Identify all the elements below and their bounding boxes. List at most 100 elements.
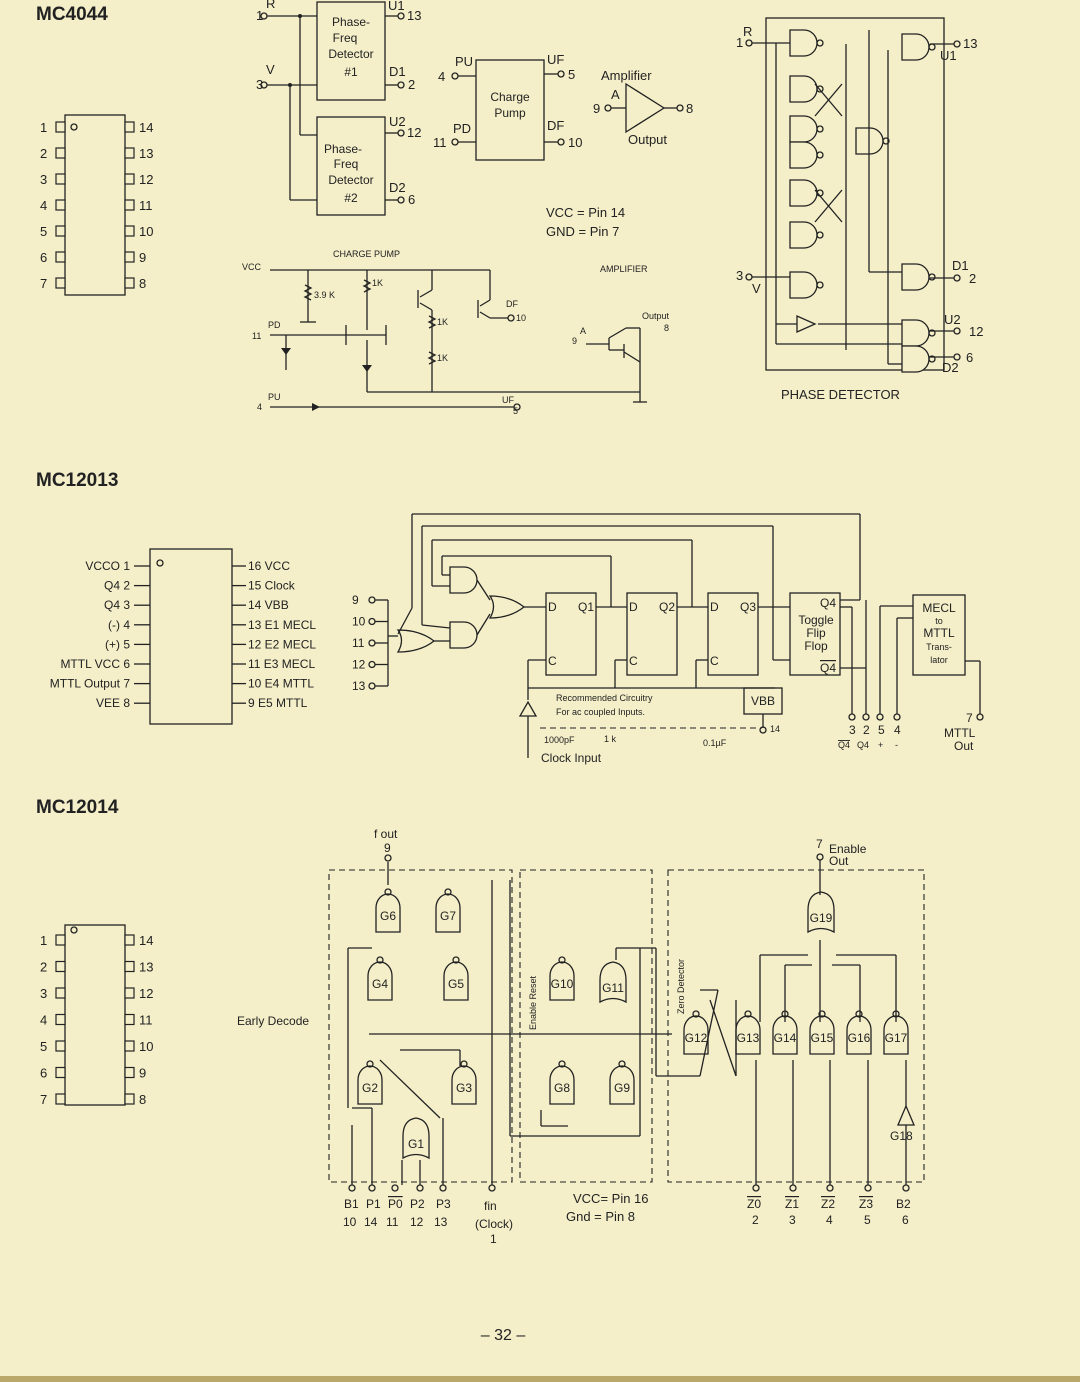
dip-pin-number: 14 xyxy=(139,120,153,135)
svg-text:Q4: Q4 xyxy=(820,661,836,675)
nand-gate xyxy=(901,263,930,291)
gate-label: G10 xyxy=(551,977,574,991)
dip-pin-number: 3 xyxy=(40,986,47,1001)
dip-pin xyxy=(124,1093,135,1105)
svg-text:V: V xyxy=(266,62,275,77)
gate-label: G13 xyxy=(737,1031,760,1045)
gate-label: G12 xyxy=(685,1031,708,1045)
dip-pin xyxy=(55,1066,66,1079)
svg-text:10: 10 xyxy=(516,313,526,323)
svg-text:2: 2 xyxy=(408,77,415,92)
gate-label: G7 xyxy=(440,909,456,923)
svg-text:Out: Out xyxy=(829,854,849,868)
svg-text:PD: PD xyxy=(268,320,281,330)
dip-pin-label: Q4 2 xyxy=(104,579,130,593)
page-bottom-edge xyxy=(0,1376,1080,1382)
svg-text:Flip: Flip xyxy=(806,626,826,640)
dip-pin-number: 1 xyxy=(40,933,47,948)
svg-text:0.1µF: 0.1µF xyxy=(703,738,727,748)
dip-pin xyxy=(124,173,135,185)
svg-text:D: D xyxy=(710,600,719,614)
svg-text:P0: P0 xyxy=(388,1197,403,1211)
svg-text:1: 1 xyxy=(490,1232,497,1246)
svg-text:U1: U1 xyxy=(940,48,957,63)
dip-pin-number: 8 xyxy=(139,276,146,291)
gate-label: G15 xyxy=(811,1031,834,1045)
dip-pin xyxy=(55,147,66,159)
dip-pin xyxy=(124,199,135,211)
gate-label: G4 xyxy=(372,977,388,991)
dip-pin-label: Q4 3 xyxy=(104,598,130,612)
page-number: – 32 – xyxy=(481,1327,526,1344)
dip-pin-number: 8 xyxy=(139,1092,146,1107)
gate-label: G16 xyxy=(848,1031,871,1045)
dip-pin-number: 13 xyxy=(139,960,153,975)
svg-text:VCC = Pin 14: VCC = Pin 14 xyxy=(546,205,625,220)
svg-text:#2: #2 xyxy=(344,191,358,205)
dip-pin-number: 13 xyxy=(139,146,153,161)
svg-text:12: 12 xyxy=(407,125,421,140)
dip-pin-label: MTTL Output 7 xyxy=(50,677,131,691)
dip-pin-number: 1 xyxy=(40,120,47,135)
dip-pin-label: 15 Clock xyxy=(248,579,296,593)
svg-text:Trans-: Trans- xyxy=(926,642,952,652)
pfd-wiring xyxy=(260,12,405,204)
dip-pin-number: 9 xyxy=(139,250,146,265)
svg-text:Q4: Q4 xyxy=(820,596,836,610)
svg-text:Detector: Detector xyxy=(328,47,373,61)
dip-pin xyxy=(124,934,135,946)
dip-pin-number: 3 xyxy=(40,172,47,187)
svg-text:PD: PD xyxy=(453,121,471,136)
svg-text:3: 3 xyxy=(849,723,856,737)
dip-pin xyxy=(55,225,66,237)
svg-text:R: R xyxy=(266,0,275,11)
svg-text:VCC= Pin 16: VCC= Pin 16 xyxy=(573,1191,649,1206)
svg-text:9: 9 xyxy=(572,336,577,346)
svg-text:13: 13 xyxy=(963,36,977,51)
mc12014-title: MC12014 xyxy=(36,797,119,818)
nand-gate xyxy=(789,271,818,299)
svg-text:CHARGE PUMP: CHARGE PUMP xyxy=(333,249,400,259)
svg-text:Recommended Circuitry: Recommended Circuitry xyxy=(556,693,653,703)
nand-gate-g8 xyxy=(549,1065,575,1105)
svg-text:For ac coupled Inputs.: For ac coupled Inputs. xyxy=(556,707,645,717)
nand-gate xyxy=(789,75,818,103)
gate-label: G2 xyxy=(362,1081,378,1095)
svg-text:R: R xyxy=(743,24,752,39)
svg-text:9: 9 xyxy=(593,101,600,116)
svg-text:UF: UF xyxy=(547,52,564,67)
svg-text:3.9 K: 3.9 K xyxy=(314,290,335,300)
nand-gate-g12 xyxy=(683,1015,709,1055)
gate-label: G6 xyxy=(380,909,396,923)
svg-text:PU: PU xyxy=(455,54,473,69)
dip-pin-number: 5 xyxy=(40,224,47,239)
nand-gate-g7 xyxy=(435,893,461,933)
svg-text:Output: Output xyxy=(628,132,667,147)
svg-text:Amplifier: Amplifier xyxy=(601,68,652,83)
svg-text:1: 1 xyxy=(736,35,743,50)
dip-pin-number: 10 xyxy=(139,224,153,239)
dip-pin-label: VCCO 1 xyxy=(85,559,130,573)
dip-pin-number: 11 xyxy=(139,1013,153,1028)
svg-text:9: 9 xyxy=(384,841,391,855)
svg-text:1K: 1K xyxy=(437,317,448,327)
nand-gate xyxy=(789,221,818,249)
dip-pin-number: 14 xyxy=(139,933,153,948)
nand-gate xyxy=(901,345,930,373)
nand-gate xyxy=(901,33,930,61)
dip-pin-label: 12 E2 MECL xyxy=(248,637,316,651)
svg-text:fin: fin xyxy=(484,1199,497,1213)
gate-label: G3 xyxy=(456,1081,472,1095)
svg-text:12: 12 xyxy=(410,1215,424,1229)
svg-text:GND = Pin 7: GND = Pin 7 xyxy=(546,224,619,239)
svg-text:13: 13 xyxy=(434,1215,448,1229)
dip-pin-number: 7 xyxy=(40,1092,47,1107)
svg-text:to: to xyxy=(935,616,943,626)
nand-gate xyxy=(789,179,818,207)
dip-pin-number: 9 xyxy=(139,1066,146,1081)
